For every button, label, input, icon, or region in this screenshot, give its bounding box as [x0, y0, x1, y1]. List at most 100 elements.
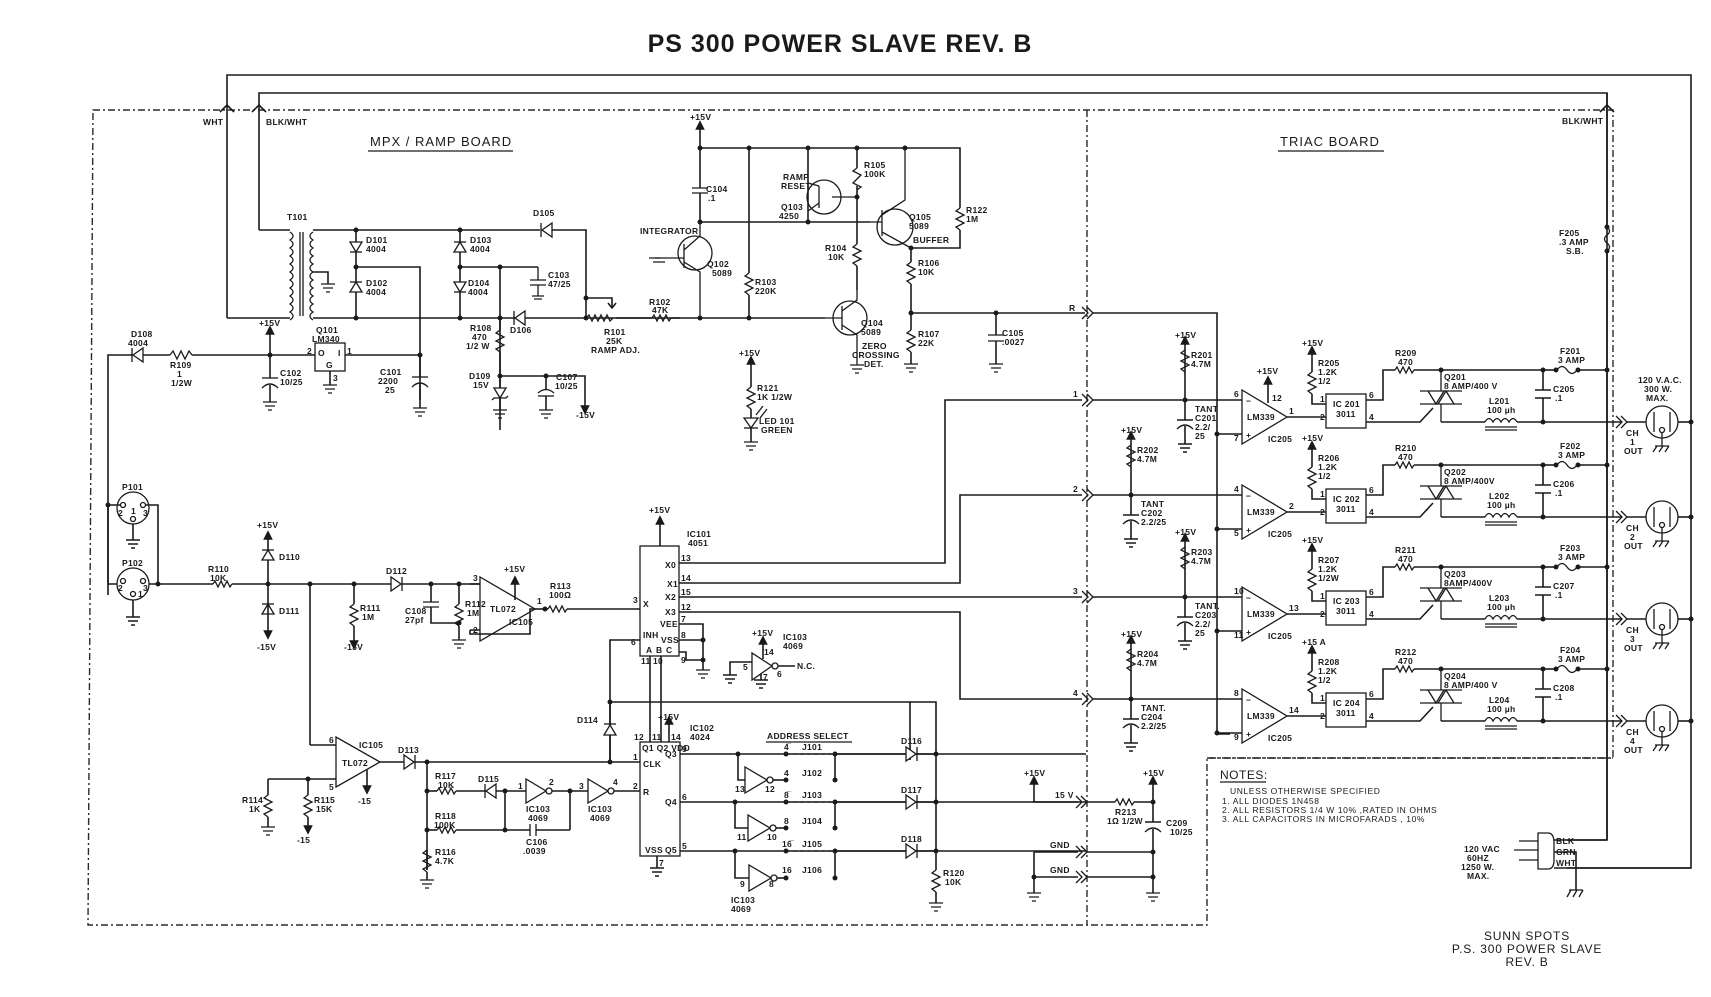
j106-label: J106	[802, 865, 822, 875]
opto-isolator	[1325, 590, 1367, 626]
r103-value: 220K	[755, 286, 777, 296]
plus15-label: +15V	[1121, 629, 1142, 639]
tant-cap-label: 25	[1195, 628, 1205, 638]
fuse-label: F201	[1560, 346, 1581, 356]
c105-value: .0027	[1002, 337, 1025, 347]
opto-type: 3011	[1336, 409, 1356, 419]
ic102-clk: CLK	[643, 759, 662, 769]
triac-channel-4: +15VR2044.7MTANT.C2042.2/258914LM339IC20…	[1093, 629, 1694, 755]
p101-label: P101	[122, 482, 143, 492]
opto-pin1: 1	[1320, 591, 1325, 601]
plus15-label: +15V	[1121, 425, 1142, 435]
j103-label: J103	[802, 790, 822, 800]
q101-pin-out: 1	[347, 346, 352, 356]
chassis-ground	[1652, 630, 1670, 650]
j103-pin: 8̅	[784, 790, 792, 800]
gate-series-resistor-value: 470	[1398, 452, 1413, 462]
junction	[1688, 514, 1694, 520]
input-resistor-label: R204	[1137, 649, 1159, 659]
d103-label: D103	[470, 235, 492, 245]
plus15-gate-label: +15 A	[1302, 637, 1326, 647]
plug-wire-blk: BLK	[1556, 836, 1575, 846]
channel-out-label: OUT	[1624, 745, 1643, 755]
q105-label: Q105	[909, 212, 931, 222]
d105-label: D105	[533, 208, 555, 218]
r111-value: 1M	[362, 612, 374, 622]
gate-series-resistor	[1394, 664, 1415, 674]
cap-plate-curved	[1122, 519, 1140, 525]
gate-series-resistor	[1394, 562, 1415, 572]
ic102-pin9: 9	[682, 744, 687, 754]
d116-label: D116	[901, 736, 922, 746]
ic103-address-label: IC103	[731, 895, 755, 905]
c105-label: C105	[1002, 328, 1024, 338]
opto-type: 3011	[1336, 708, 1356, 718]
triac-rating: 8AMP/400V	[1444, 578, 1493, 588]
r112-label: R112	[465, 599, 486, 609]
ic101-pin3: 3	[633, 595, 638, 605]
c102-value: 10/25	[280, 377, 303, 387]
blk-wht-right-label: BLK/WHT	[1562, 116, 1604, 126]
ic101-c: C	[666, 645, 672, 655]
junction	[1553, 367, 1559, 373]
title-block-line-2: P.S. 300 POWER SLAVE	[1452, 942, 1602, 956]
r103-label: R103	[755, 277, 777, 287]
notes-line-2: 2. ALL RESISTORS 1/4 W 10% ,RATED IN OHM…	[1222, 805, 1437, 815]
c102-label: C102	[280, 368, 302, 378]
ic102-r: R	[643, 787, 649, 797]
ic101-pin15: 15	[681, 587, 691, 597]
notes-heading: NOTES:	[1220, 768, 1268, 782]
ic101-x: X	[643, 599, 649, 609]
tl072b-pin5: 5	[329, 782, 334, 792]
opto-isolator	[1325, 488, 1367, 524]
j101-label: J101	[802, 742, 822, 752]
ic101-vss: VSS	[661, 635, 679, 645]
ic101-a: A	[646, 645, 652, 655]
inductor	[1484, 417, 1518, 424]
snubber-cap	[1535, 669, 1551, 721]
tant-cap-label: TANT	[1195, 404, 1219, 414]
r118-value: 100K	[434, 820, 456, 830]
ic101-mux	[609, 399, 1082, 760]
ic102-vss: VSS	[645, 845, 663, 855]
ic102-pin7: 7	[659, 858, 664, 868]
plus15-gate-label: +15V	[1302, 338, 1323, 348]
gate-wire	[1366, 502, 1434, 518]
ic102-pin1: 1	[633, 752, 638, 762]
j102-pin: 4	[784, 768, 789, 778]
ic101-body	[639, 545, 680, 657]
ramp-reset-label-2: RESET	[781, 181, 811, 191]
wire	[1311, 693, 1326, 704]
gate-resistor	[1306, 371, 1318, 395]
snubber-cap-value: .1	[1555, 488, 1563, 498]
ac-rating-3: MAX.	[1646, 393, 1668, 403]
channel-number: 1	[1630, 437, 1635, 447]
j106-pin: 16	[782, 865, 792, 875]
gate-series-resistor-value: 470	[1398, 656, 1413, 666]
r110-value: 10K	[210, 573, 227, 583]
r105-value: 100K	[864, 169, 886, 179]
plus15-ramp: +15V	[690, 112, 711, 122]
gate-series-resistor-label: R209	[1395, 348, 1417, 358]
channel-number: 4	[1630, 736, 1635, 746]
triac-channel-2: +15VR2024.7MTANTC2022.2/25452LM339IC205−…	[1093, 425, 1694, 551]
ic103b-pin1: 1	[518, 781, 523, 791]
q103-label: Q103	[781, 202, 803, 212]
ic102-q3: Q3	[665, 749, 677, 759]
opto-pin6: 6	[1369, 485, 1374, 495]
comp-minus-sign: −	[1246, 396, 1251, 406]
comp-pin-neg: 8	[1234, 688, 1239, 698]
ground	[1124, 725, 1138, 752]
gate-resistor-label: 1.2K	[1318, 666, 1338, 676]
blk-wht-wire-label: BLK/WHT	[266, 117, 308, 127]
comp-pin-out: 1	[1289, 406, 1294, 416]
gate-resistor-label: 1/2	[1318, 376, 1331, 386]
snubber-cap-value: .1	[1555, 590, 1563, 600]
cap-plate	[1123, 495, 1139, 516]
junction	[1540, 718, 1546, 724]
r121-value: 1K 1/2W	[757, 392, 793, 402]
d102-value: 4004	[366, 287, 386, 297]
ic101-type: 4051	[688, 538, 708, 548]
gate-wire	[1366, 706, 1434, 722]
tant-cap-label: C203	[1195, 610, 1217, 620]
